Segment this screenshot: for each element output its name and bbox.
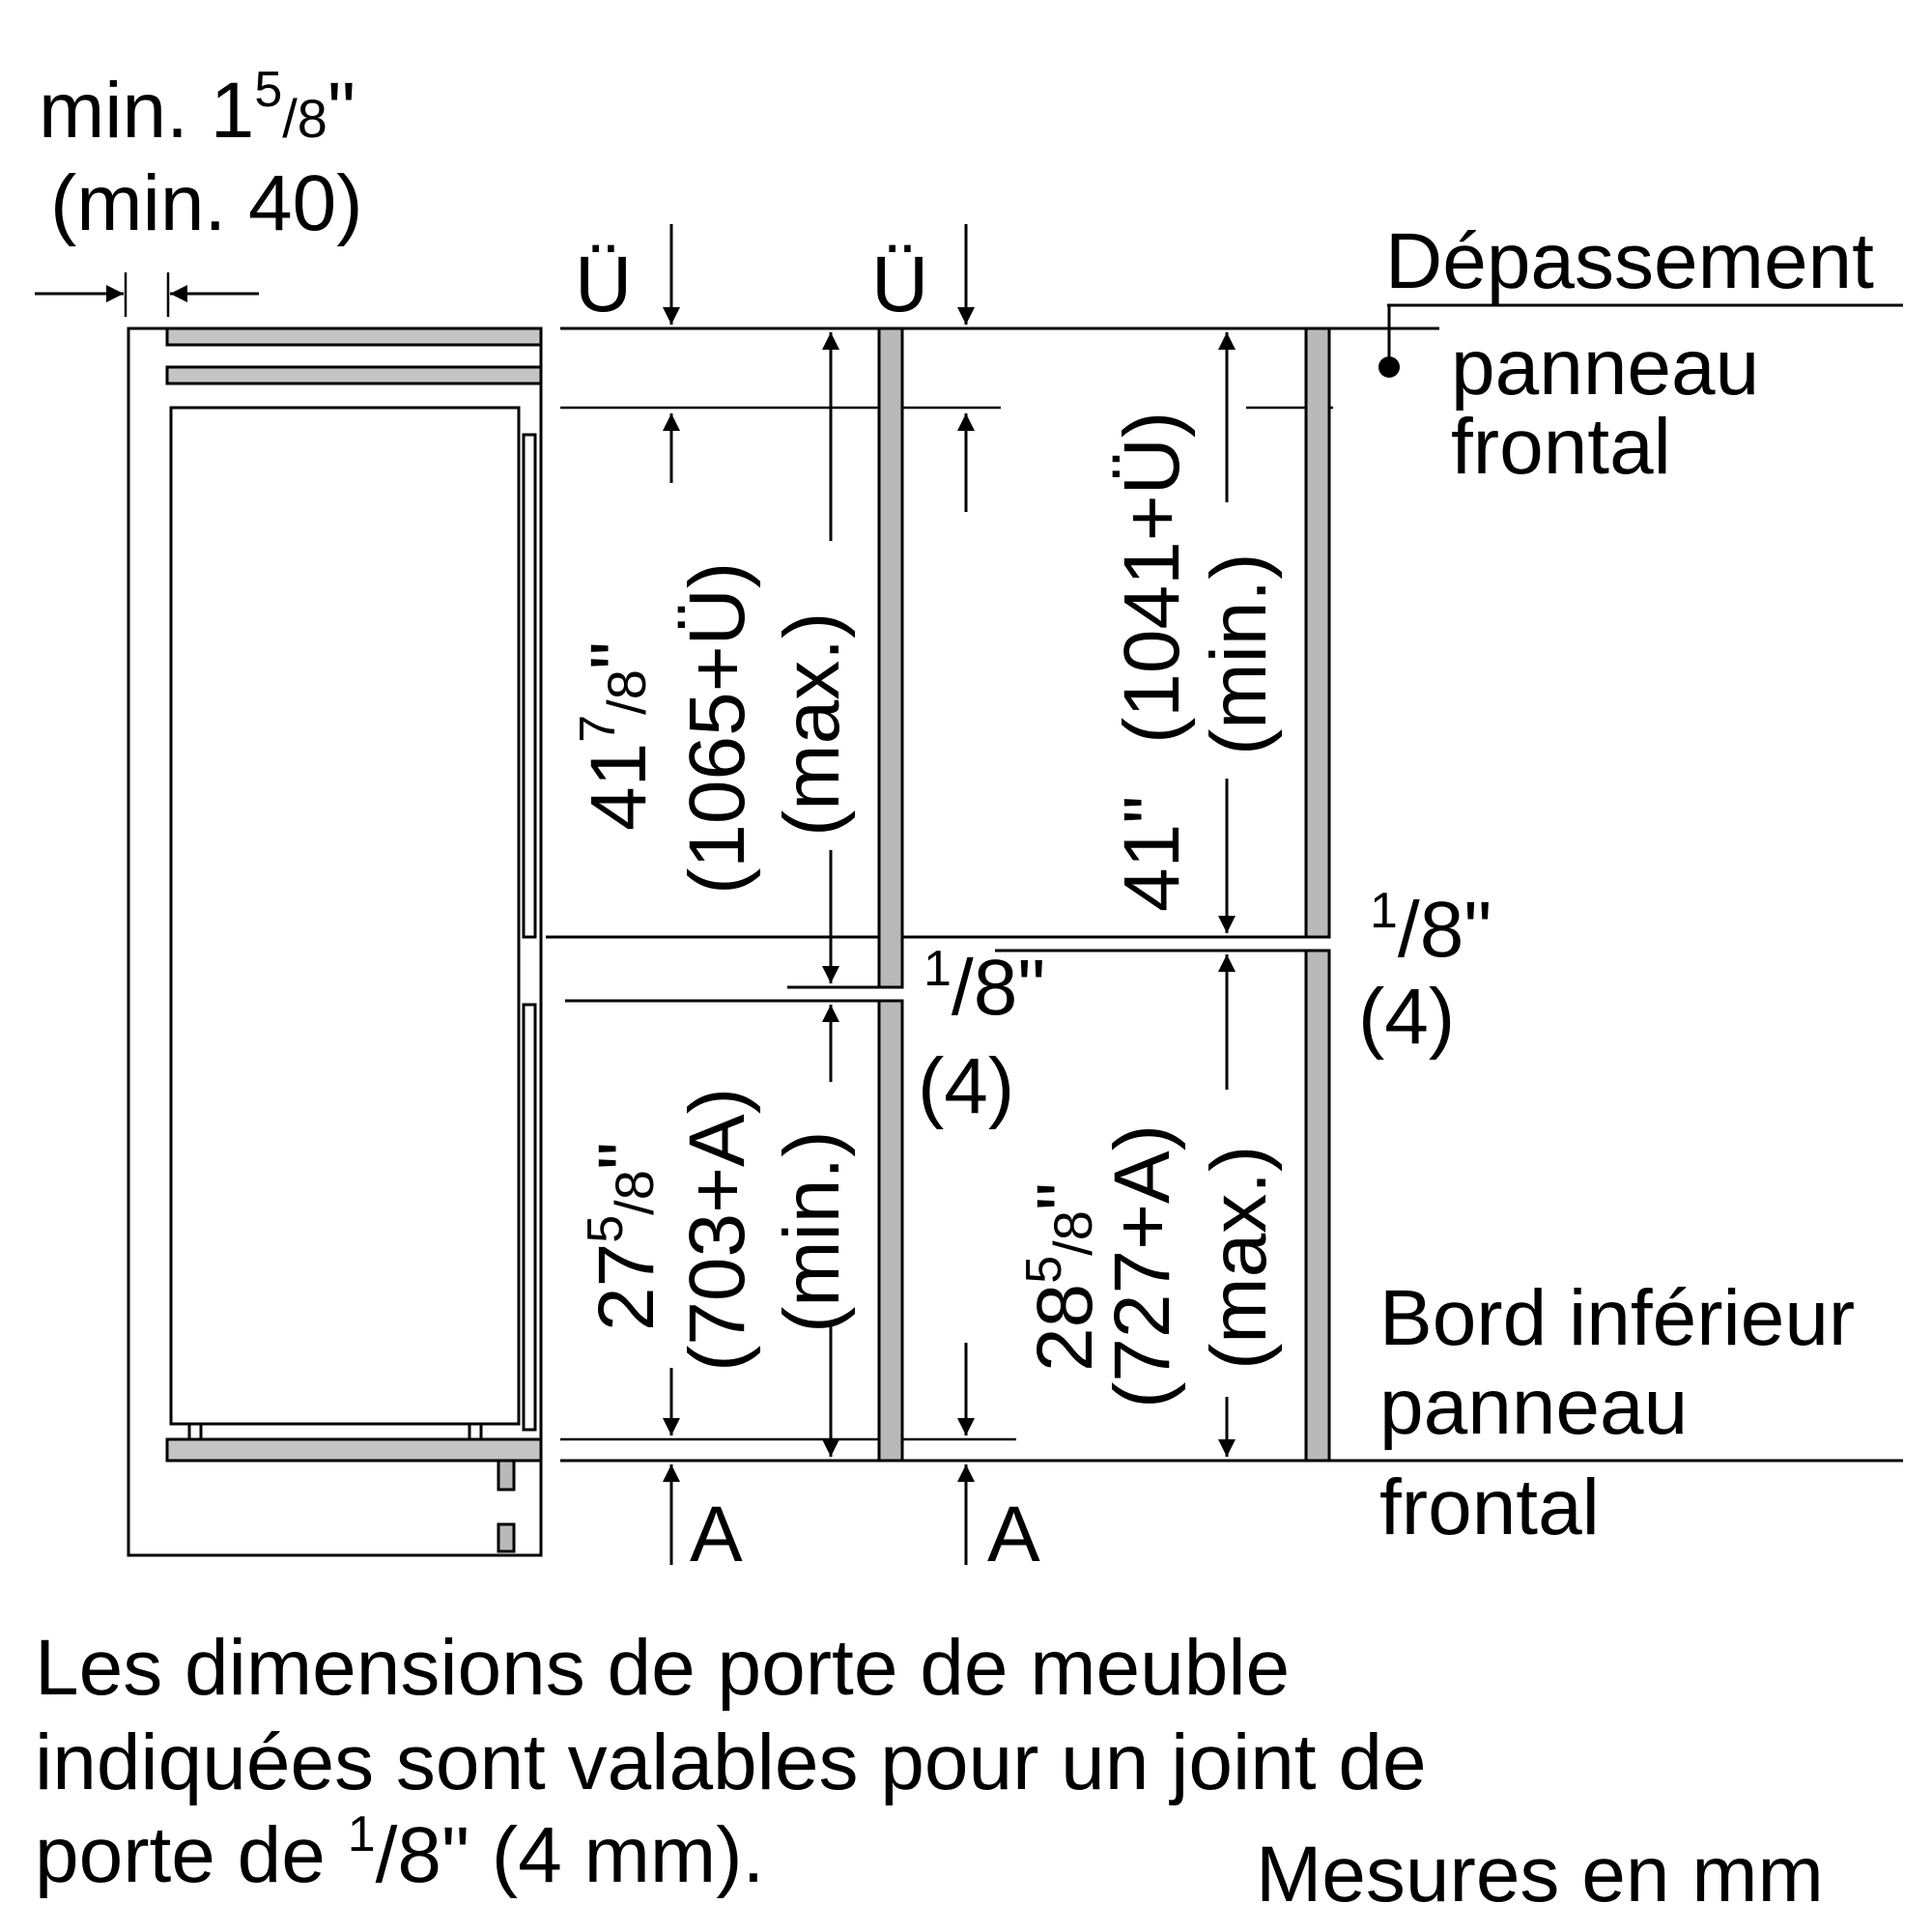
dim-upper-right-qual: (min.) <box>1195 553 1283 755</box>
footnote: Les dimensions de porte de meuble indiqu… <box>35 1624 1427 1899</box>
footnote-line1: Les dimensions de porte de meuble <box>35 1624 1290 1712</box>
a-markers: A A <box>663 1343 1040 1578</box>
footnote-line3-suffix: /8" (4 mm). <box>376 1811 765 1899</box>
foot-lower <box>497 1522 516 1553</box>
cabinet-section <box>127 327 543 1557</box>
appliance-body <box>169 406 521 1426</box>
overhang-label-line1: Dépassement <box>1385 217 1874 305</box>
svg-text:285/8": 285/8" <box>1016 1182 1109 1372</box>
gap-label-middle: 1/8" (4) <box>918 941 1045 1130</box>
gap-middle-sup: 1 <box>923 941 952 997</box>
lower-door-panel-min <box>877 999 904 1463</box>
dim-lower-left-sup: 5 <box>578 1215 634 1243</box>
cabinet-top-rail-2 <box>165 365 543 385</box>
upper-hinge-strip <box>522 433 537 939</box>
svg-text:1/8": 1/8" <box>923 941 1045 1032</box>
dim-upper-left-den: /8 <box>596 669 657 715</box>
clearance-line1-suffix: " <box>327 67 355 155</box>
bottom-edge-label-line3: frontal <box>1379 1463 1600 1551</box>
dim-upper-left-sup: 7 <box>570 715 626 743</box>
bottom-edge-label: Bord inférieur panneau frontal <box>1379 1274 1855 1551</box>
dimension-arrows <box>822 332 1236 1457</box>
clearance-line1-den: /8 <box>282 88 327 149</box>
gap-right-mm: (4) <box>1358 973 1455 1061</box>
dim-lower-right-inch: " <box>1021 1182 1109 1210</box>
svg-text:1/8": 1/8" <box>1370 883 1492 974</box>
gap-right-den: /8" <box>1398 886 1492 974</box>
dim-lower-left-qual: (min.) <box>768 1130 856 1333</box>
dim-lower-left-den: /8 <box>604 1170 665 1215</box>
svg-text:porte de 1/8" (4 mm).: porte de 1/8" (4 mm). <box>35 1806 764 1899</box>
dim-upper-right-mm: (1041+Ü) <box>1108 412 1196 744</box>
dim-lower-left-inch: " <box>582 1142 670 1170</box>
dim-upper-right-whole: 41" <box>1108 796 1196 912</box>
cabinet-bottom-rail <box>165 1437 543 1463</box>
clearance-line1-sup: 5 <box>254 62 282 118</box>
a-marker-2: A <box>987 1491 1040 1578</box>
footnote-line3-sup: 1 <box>348 1806 376 1862</box>
door-panels <box>877 327 1331 1463</box>
dim-lower-right-sup: 5 <box>1016 1256 1072 1284</box>
svg-text:417/8": 417/8" <box>570 641 663 831</box>
dim-upper-left-whole: 41 <box>575 743 663 831</box>
bottom-edge-label-line2: panneau <box>1379 1363 1688 1451</box>
overhang-markers: Ü Ü <box>575 224 975 512</box>
dim-upper-left: 417/8" (1065+Ü) (max.) <box>570 562 856 895</box>
dim-lower-right-qual: (max.) <box>1195 1146 1283 1370</box>
dim-lower-left: 275/8" (703+A) (min.) <box>578 1088 856 1372</box>
overhang-label: Dépassement panneau frontal <box>1378 217 1903 491</box>
gap-middle-mm: (4) <box>918 1042 1014 1130</box>
overhang-label-line3: frontal <box>1451 403 1671 491</box>
upper-door-panel-min <box>1304 327 1331 939</box>
dim-lower-left-mm: (703+A) <box>673 1088 761 1372</box>
gap-right-sup: 1 <box>1370 883 1398 939</box>
lower-door-panel-max <box>1304 949 1331 1463</box>
dim-upper-left-qual: (max.) <box>768 612 856 837</box>
foot-upper <box>497 1459 516 1492</box>
a-marker-1: A <box>690 1491 743 1578</box>
overhang-label-line2: panneau <box>1451 324 1759 412</box>
dim-upper-left-inch: " <box>575 641 663 669</box>
dim-upper-right: 41" (1041+Ü) (min.) <box>1108 412 1283 912</box>
dim-lower-right: 285/8" (727+A) (max.) <box>1016 1124 1283 1408</box>
gap-label-right: 1/8" (4) <box>1358 883 1492 1061</box>
overhang-marker-1: Ü <box>575 241 632 328</box>
dim-upper-left-mm: (1065+Ü) <box>673 562 761 895</box>
lower-hinge-strip <box>522 1003 537 1432</box>
footnote-line3-prefix: porte de <box>35 1811 348 1899</box>
svg-text:min. 15/8": min. 15/8" <box>39 62 355 155</box>
bottom-edge-label-line1: Bord inférieur <box>1379 1274 1855 1362</box>
cabinet-top-rail <box>165 327 543 347</box>
dim-lower-left-whole: 27 <box>582 1243 670 1331</box>
units-note: Mesures en mm <box>1256 1831 1824 1918</box>
dim-lower-right-den: /8 <box>1042 1210 1103 1256</box>
svg-text:275/8": 275/8" <box>578 1142 670 1331</box>
overhang-dot <box>1378 356 1400 378</box>
overhang-marker-2: Ü <box>871 241 928 328</box>
upper-door-panel-max <box>877 327 904 989</box>
gap-middle-den: /8" <box>952 944 1046 1032</box>
footnote-line2: indiquées sont valables pour un joint de <box>35 1719 1427 1806</box>
clearance-arrows <box>35 272 259 317</box>
clearance-line2: (min. 40) <box>50 159 363 247</box>
dim-lower-right-mm: (727+A) <box>1098 1124 1186 1408</box>
clearance-label: min. 15/8" (min. 40) <box>39 62 363 247</box>
clearance-line1-prefix: min. 1 <box>39 67 254 155</box>
dim-lower-right-whole: 28 <box>1021 1284 1109 1372</box>
